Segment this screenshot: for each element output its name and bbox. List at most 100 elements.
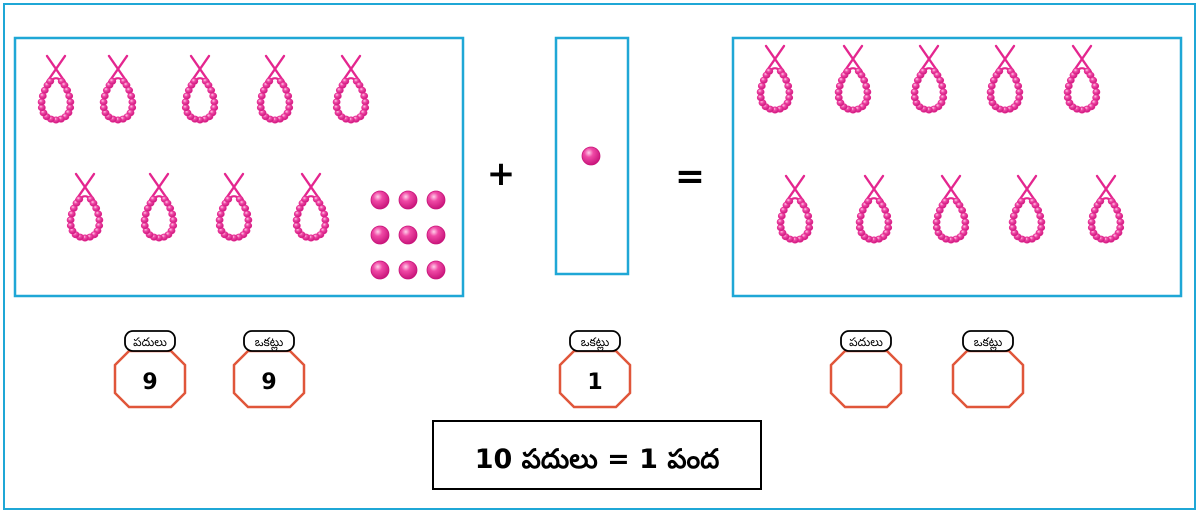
string-knot <box>940 174 962 204</box>
small-bead <box>292 216 301 224</box>
small-bead <box>862 82 871 90</box>
label-pill <box>962 330 1014 352</box>
small-bead <box>1036 212 1045 220</box>
right-group-box <box>731 36 1183 298</box>
place-label: ఒకట్లు <box>974 335 1002 351</box>
small-bead <box>843 67 852 75</box>
bead-string-3 <box>256 54 294 124</box>
small-bead <box>108 77 117 85</box>
bead-string-0 <box>37 54 75 124</box>
string-knot <box>340 54 362 84</box>
loose-bead-2 <box>426 190 446 210</box>
small-bead <box>243 210 252 218</box>
value-box <box>829 349 903 409</box>
small-bead <box>320 210 329 218</box>
string-knot <box>784 174 806 204</box>
label-pill <box>124 330 176 352</box>
loose-bead-1 <box>398 190 418 210</box>
bead-string-14 <box>776 174 814 244</box>
small-bead <box>224 195 233 203</box>
small-bead <box>46 77 55 85</box>
small-bead <box>332 98 341 106</box>
string-knot <box>264 54 286 84</box>
loose-bead-3 <box>370 225 390 245</box>
small-bead <box>94 210 103 218</box>
small-bead <box>127 92 136 100</box>
small-bead <box>784 82 793 90</box>
small-bead <box>1017 197 1026 205</box>
loose-bead-6 <box>370 260 390 280</box>
string-knot <box>1016 174 1038 204</box>
small-bead <box>883 212 892 220</box>
small-bead <box>765 67 774 75</box>
bead-string-11 <box>910 44 948 114</box>
conclusion-box <box>432 420 762 490</box>
loose-bead-0 <box>370 190 390 210</box>
small-bead <box>75 195 84 203</box>
small-bead <box>168 210 177 218</box>
value-digit: 9 <box>261 370 276 395</box>
bead-string-15 <box>855 174 893 244</box>
small-bead <box>910 88 919 96</box>
bead-string-4 <box>332 54 370 124</box>
small-bead <box>209 92 218 100</box>
bead-string-8 <box>292 172 330 242</box>
string-knot <box>1095 174 1117 204</box>
small-bead <box>855 218 864 226</box>
place-value-2: 1 ఒకట్లు <box>558 330 632 409</box>
string-knot <box>45 54 67 84</box>
bead-string-9 <box>756 44 794 114</box>
small-bead <box>1014 82 1023 90</box>
small-bead <box>149 195 158 203</box>
small-bead <box>960 212 969 220</box>
left-group-box <box>13 36 465 298</box>
loose-bead-5 <box>426 225 446 245</box>
bead-string-1 <box>99 54 137 124</box>
bead-string-7 <box>215 172 253 242</box>
small-bead <box>1087 218 1096 226</box>
small-bead <box>140 216 149 224</box>
small-bead <box>941 197 950 205</box>
conclusion-text: 10 పదులు = 1 పంద <box>475 444 720 475</box>
small-bead <box>256 98 265 106</box>
value-box <box>232 349 306 409</box>
string-knot <box>863 174 885 204</box>
string-knot <box>842 44 864 74</box>
small-bead <box>65 92 74 100</box>
small-bead <box>1063 88 1072 96</box>
label-pill <box>840 330 892 352</box>
string-knot <box>300 172 322 202</box>
string-knot <box>148 172 170 202</box>
bead-string-5 <box>66 172 104 242</box>
string-knot <box>994 44 1016 74</box>
place-value-0: 9పదులు <box>113 330 187 409</box>
small-bead <box>1008 218 1017 226</box>
small-bead <box>864 197 873 205</box>
small-bead <box>1115 212 1124 220</box>
small-bead <box>756 88 765 96</box>
string-knot <box>74 172 96 202</box>
small-bead <box>995 67 1004 75</box>
small-bead <box>804 212 813 220</box>
value-box <box>558 349 632 409</box>
bead-string-10 <box>834 44 872 114</box>
loose-bead-m0 <box>581 146 601 166</box>
small-bead <box>284 92 293 100</box>
loose-bead-8 <box>426 260 446 280</box>
string-knot <box>764 44 786 74</box>
loose-bead-4 <box>398 225 418 245</box>
small-bead <box>1072 67 1081 75</box>
small-bead <box>341 77 350 85</box>
value-box <box>951 349 1025 409</box>
small-bead <box>1091 82 1100 90</box>
place-label: ఒకట్లు <box>581 335 609 351</box>
small-bead <box>834 88 843 96</box>
outer-frame <box>3 3 1196 510</box>
place-label: పదులు <box>849 335 883 349</box>
bead-string-12 <box>986 44 1024 114</box>
bead-string-6 <box>140 172 178 242</box>
value-digit: 1 <box>587 370 602 395</box>
small-bead <box>190 77 199 85</box>
bead-string-2 <box>181 54 219 124</box>
